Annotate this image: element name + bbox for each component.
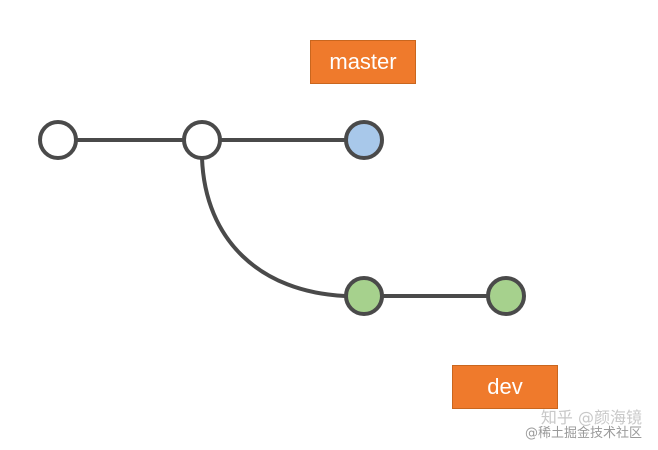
commit-node-dev-head <box>486 276 526 316</box>
commit-node-2 <box>182 120 222 160</box>
branch-label-master: master <box>310 40 416 84</box>
branch-label-dev-text: dev <box>487 374 523 399</box>
commit-node-dev-1 <box>344 276 384 316</box>
watermark: 知乎 @颜海镜 @稀土掘金技术社区 <box>500 404 650 444</box>
branch-label-dev: dev <box>452 365 558 409</box>
watermark-juejin: @稀土掘金技术社区 <box>524 426 642 441</box>
edge-commit2-dev-commit1 <box>200 157 346 298</box>
watermark-zhihu: 知乎 @颜海镜 <box>540 408 642 427</box>
commit-node-master-head <box>344 120 384 160</box>
branch-label-master-text: master <box>329 49 397 74</box>
commit-node-1 <box>38 120 78 160</box>
